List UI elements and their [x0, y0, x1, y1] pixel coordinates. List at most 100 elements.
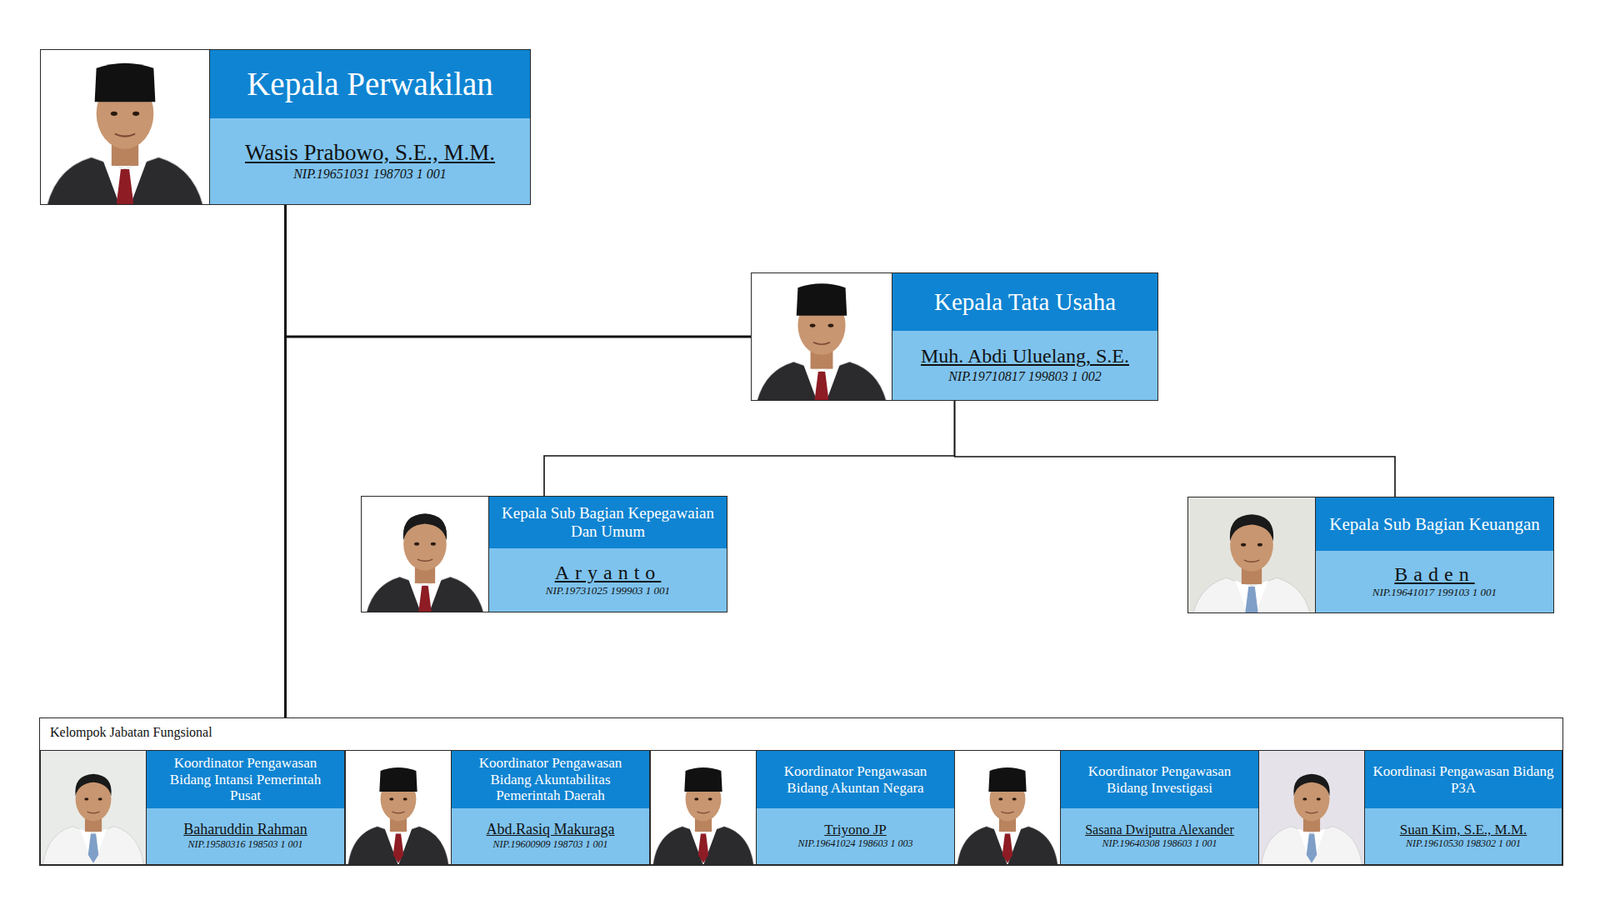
eye: [708, 797, 713, 800]
hair: [1293, 774, 1330, 796]
org-box: Koordinator Pengawasan Bidang Intansi Pe…: [40, 750, 345, 865]
position-title: Koordinasi Pengawasan Bidang P3A: [1371, 763, 1555, 796]
shirt: [1298, 828, 1326, 865]
mouth: [696, 811, 710, 814]
mouth: [1305, 811, 1318, 814]
shirt: [385, 828, 413, 865]
connector-line: [284, 205, 287, 718]
shirt: [690, 828, 718, 865]
eye: [828, 323, 835, 327]
person-name: Wasis Prabowo, S.E., M.M.: [245, 140, 495, 166]
title-band: Kepala Sub Bagian Keuangan: [1315, 497, 1554, 551]
portrait-photo: [40, 750, 146, 865]
position-title: Koordinator Pengawasan Bidang Akuntabili…: [458, 755, 643, 805]
org-box: Koordinasi Pengawasan Bidang P3A Suan Kim…: [1258, 750, 1563, 865]
suit: [1261, 826, 1363, 865]
text-column: Koordinator Pengawasan Bidang Investigas…: [1060, 750, 1259, 865]
portrait-photo: [955, 750, 1060, 865]
title-band: Koordinator Pengawasan Bidang Akuntan Ne…: [756, 750, 955, 809]
photo-background: [955, 750, 1060, 865]
photo-frame: [751, 273, 893, 400]
portrait-photo: [650, 750, 756, 865]
peci-cap: [988, 767, 1026, 792]
photo-frame: [650, 750, 757, 865]
title-band: Kepala Tata Usaha: [892, 273, 1158, 331]
employee-id: NIP.19580316 198503 1 001: [188, 838, 304, 852]
peci-cap: [379, 767, 417, 792]
org-box: Koordinator Pengawasan Bidang Akuntan Ne…: [650, 750, 955, 865]
eye: [1302, 797, 1307, 800]
title-band: Kepala Perwakilan: [210, 50, 530, 119]
person-name: Sasana Dwiputra Alexander: [1085, 822, 1235, 838]
portrait-photo: [361, 496, 489, 612]
eye: [389, 797, 394, 800]
mouth: [417, 559, 433, 561]
person-name: Muh. Abdi Uluelang, S.E.: [920, 345, 1130, 369]
position-title: Koordinator Pengawasan Bidang Investigas…: [1067, 763, 1252, 796]
photo-background: [1188, 497, 1315, 613]
text-column: Kepala Sub Bagian KeuanganBadenNIP.19641…: [1315, 497, 1554, 613]
shirt: [408, 579, 442, 612]
necktie: [698, 834, 710, 864]
photo-background: [40, 750, 146, 865]
eye: [110, 111, 118, 116]
necktie: [1306, 834, 1318, 864]
necktie: [116, 169, 134, 205]
text-column: Koordinator Pengawasan Bidang Akuntan Ne…: [756, 750, 955, 865]
employee-id: NIP.19610530 198302 1 001: [1405, 837, 1521, 851]
org-box: Kepala Tata UsahaMuh. Abdi Uluelang, S.E…: [750, 272, 1159, 401]
title-band: Koordinasi Pengawasan Bidang P3A: [1365, 750, 1562, 809]
title-band: Kepala Sub Bagian Kepegawaian Dan Umum: [489, 496, 727, 549]
eye: [810, 323, 816, 327]
eye: [998, 797, 1003, 800]
connector-line: [955, 400, 1396, 497]
portrait-photo: [40, 50, 210, 205]
org-box: Koordinator Pengawasan Bidang Investigas…: [954, 750, 1260, 865]
photo-background: [40, 50, 210, 205]
org-box: Kepala Sub Bagian Kepegawaian Dan UmumAr…: [360, 495, 728, 613]
eye: [1012, 797, 1017, 800]
title-band: Koordinator Pengawasan Bidang Intansi Pe…: [146, 750, 345, 809]
group-band: Kelompok Jabatan FungsionalKoordinator P…: [39, 717, 1564, 866]
text-column: Koordinasi Pengawasan Bidang P3A Suan Kim…: [1365, 750, 1562, 865]
name-band: BadenNIP.19641017 199103 1 001: [1315, 550, 1554, 613]
eye: [403, 797, 408, 800]
eye: [84, 797, 89, 800]
eye: [98, 797, 103, 800]
photo-frame: [345, 750, 452, 865]
employee-id: NIP.19641024 198603 1 003: [798, 837, 914, 851]
title-band: Koordinator Pengawasan Bidang Akuntabili…: [451, 750, 650, 809]
mouth: [1000, 811, 1014, 814]
shirt: [80, 828, 108, 865]
connector-line: [544, 400, 955, 496]
connector-line: [285, 205, 752, 337]
position-title: Koordinator Pengawasan Bidang Intansi Pe…: [153, 755, 338, 805]
position-title: Kepala Sub Bagian Kepegawaian Dan Umum: [495, 504, 720, 541]
name-band: Baharuddin RahmanNIP.19580316 198503 1 0…: [146, 808, 345, 865]
position-title: Koordinator Pengawasan Bidang Akuntan Ne…: [763, 763, 948, 796]
necktie: [88, 834, 100, 864]
shirt: [803, 365, 840, 400]
name-band: Triyono JPNIP.19641024 198603 1 003: [756, 808, 955, 865]
suit: [348, 826, 450, 865]
portrait-photo: [1259, 750, 1365, 865]
mouth: [391, 811, 405, 814]
photo-background: [650, 750, 756, 865]
suit: [957, 826, 1059, 865]
suit: [653, 826, 755, 865]
position-title: Kepala Sub Bagian Keuangan: [1329, 514, 1540, 535]
photo-background: [345, 750, 451, 865]
name-band: Wasis Prabowo, S.E., M.M.NIP.19651031 19…: [210, 118, 530, 205]
title-band: Koordinator Pengawasan Bidang Investigas…: [1060, 750, 1259, 809]
employee-id: NIP.19600909 198703 1 001: [493, 838, 609, 852]
text-column: Koordinator Pengawasan Bidang Akuntabili…: [451, 750, 650, 865]
mouth: [813, 342, 830, 345]
person-name: Suan Kim, S.E., M.M.: [1400, 821, 1528, 839]
peci-cap: [796, 283, 847, 316]
photo-frame: [955, 750, 1061, 865]
photo-frame: [361, 496, 490, 612]
photo-frame: [1259, 750, 1365, 865]
person-name: Baden: [1394, 563, 1475, 587]
suit: [43, 826, 145, 865]
position-title: Kepala Tata Usaha: [934, 288, 1116, 316]
